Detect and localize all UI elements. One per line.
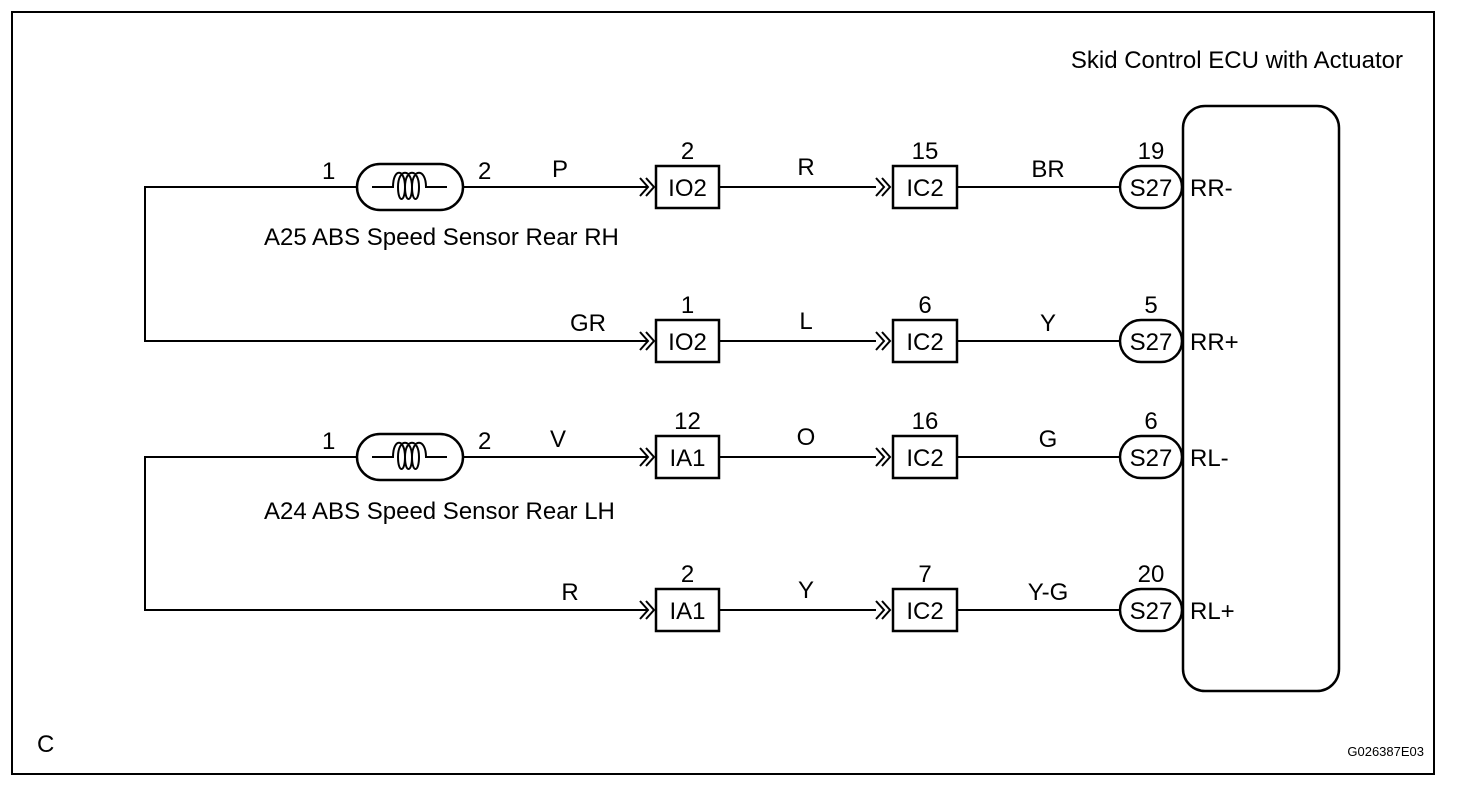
wire-color-label: L — [799, 308, 812, 335]
connector-chevron-icon — [639, 331, 656, 351]
ecu-connector — [1118, 587, 1184, 633]
sensor-rh-pin-left: 1 — [322, 158, 335, 185]
connector-id: IC2 — [906, 329, 943, 356]
connector-id: IA1 — [669, 445, 705, 472]
connector-pin: 16 — [912, 408, 939, 435]
ecu-pin: 19 — [1138, 138, 1165, 165]
wire-color-label: Y — [1040, 310, 1056, 337]
coil-icon — [372, 171, 447, 200]
connector-pin: 15 — [912, 138, 939, 165]
figure-code: G026387E03 — [1347, 744, 1424, 759]
coil-icon — [372, 441, 447, 470]
wire-color-label: G — [1039, 426, 1058, 453]
ecu-terminal-name: RL+ — [1190, 598, 1235, 625]
connector-box — [891, 587, 959, 633]
sensor-rh-pin-right: 2 — [478, 158, 491, 185]
sensor-lh — [355, 432, 465, 482]
connector-chevron-icon — [639, 177, 656, 197]
sensor-rh-label: A25 ABS Speed Sensor Rear RH — [264, 224, 619, 251]
ecu-connector-id: S27 — [1130, 445, 1173, 472]
sensor-lh-pin-right: 2 — [478, 428, 491, 455]
ecu-connector-id: S27 — [1130, 329, 1173, 356]
ecu-terminal-name: RR- — [1190, 175, 1233, 202]
sensor-lh-label: A24 ABS Speed Sensor Rear LH — [264, 498, 615, 525]
connector-pin: 12 — [674, 408, 701, 435]
ecu-connector-id: S27 — [1130, 175, 1173, 202]
connector-pin: 7 — [918, 561, 931, 588]
wire-color-label: GR — [570, 310, 606, 337]
connector-pin: 2 — [681, 138, 694, 165]
sensor-lh-return-wire — [144, 456, 648, 611]
connector-pin: 6 — [918, 292, 931, 319]
connector-box — [654, 318, 721, 364]
connector-chevron-icon — [639, 447, 656, 467]
wire-color-label: Y-G — [1028, 579, 1068, 606]
connector-id: IC2 — [906, 175, 943, 202]
sensor-rh-return-wire — [144, 186, 648, 342]
wire-color-label: BR — [1031, 156, 1064, 183]
connector-chevron-icon — [639, 600, 656, 620]
connector-pin: 2 — [681, 561, 694, 588]
ecu-pin: 5 — [1144, 292, 1157, 319]
connector-chevron-icon — [875, 447, 892, 467]
connector-pin: 1 — [681, 292, 694, 319]
connector-id: IO2 — [668, 175, 707, 202]
connector-id: IO2 — [668, 329, 707, 356]
wire-color-label: R — [797, 154, 814, 181]
connector-box — [654, 587, 721, 633]
ecu-connector-id: S27 — [1130, 598, 1173, 625]
ecu-title: Skid Control ECU with Actuator — [1071, 47, 1403, 74]
corner-label: C — [37, 731, 54, 758]
connector-box — [654, 164, 721, 210]
connector-id: IA1 — [669, 598, 705, 625]
connector-box — [891, 434, 959, 480]
wire-color-label: P — [552, 156, 568, 183]
connector-box — [654, 434, 721, 480]
connector-chevron-icon — [875, 177, 892, 197]
connector-box — [891, 164, 959, 210]
diagram-frame — [11, 11, 1435, 775]
wire-color-label: Y — [798, 577, 814, 604]
ecu-terminal-name: RR+ — [1190, 329, 1239, 356]
ecu-pin: 6 — [1144, 408, 1157, 435]
connector-id: IC2 — [906, 598, 943, 625]
ecu-box — [1181, 104, 1341, 693]
connector-id: IC2 — [906, 445, 943, 472]
connector-box — [891, 318, 959, 364]
wire-color-label: V — [550, 426, 566, 453]
ecu-terminal-name: RL- — [1190, 445, 1229, 472]
ecu-connector — [1118, 434, 1184, 480]
connector-chevron-icon — [875, 600, 892, 620]
ecu-pin: 20 — [1138, 561, 1165, 588]
ecu-connector — [1118, 318, 1184, 364]
sensor-rh — [355, 162, 465, 212]
connector-chevron-icon — [875, 331, 892, 351]
ecu-connector — [1118, 164, 1184, 210]
wire-color-label: O — [797, 424, 816, 451]
sensor-lh-pin-left: 1 — [322, 428, 335, 455]
wire-color-label: R — [561, 579, 578, 606]
